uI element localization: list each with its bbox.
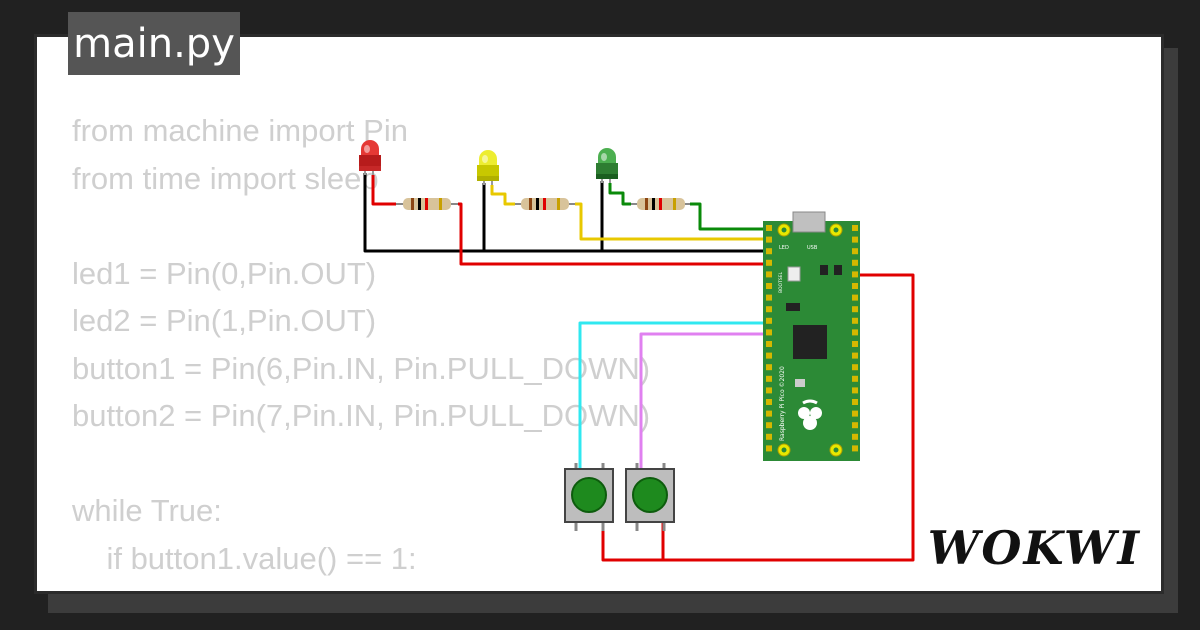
code-line: while True: [72, 493, 222, 528]
button2-wire [639, 332, 771, 468]
board-pin[interactable] [852, 306, 858, 313]
board-pin[interactable] [852, 283, 858, 289]
pico-board[interactable]: USB LED BOOTSEL Raspberry Pi Pico ©2020 [763, 211, 860, 461]
raspberry-logo-icon [798, 399, 822, 430]
ground-wire-1 [363, 173, 771, 253]
board-pin[interactable] [766, 341, 772, 347]
wokwi-logo: WOKWI [927, 521, 1141, 575]
usb-label: USB [807, 245, 818, 251]
board-pin[interactable] [852, 445, 858, 452]
board-pin[interactable] [766, 306, 772, 313]
board-pin[interactable] [852, 352, 858, 359]
board-pin[interactable] [766, 410, 772, 417]
code-line: led1.value(1) [72, 582, 650, 591]
bootsel-label: BOOTSEL [778, 271, 784, 293]
red-led[interactable] [359, 140, 381, 175]
board-pin[interactable] [766, 294, 772, 301]
code-line: button1 = Pin(6,Pin.IN, Pin.PULL_DOWN) [72, 350, 651, 386]
power-wire [601, 273, 915, 562]
resistor-1[interactable] [396, 198, 458, 210]
board-pin[interactable] [852, 236, 858, 243]
code-line: if button1.value() == 1: [72, 540, 417, 576]
file-tab[interactable]: main.py [68, 12, 240, 75]
board-pin[interactable] [766, 375, 772, 382]
led1-wire [371, 175, 396, 206]
board-pin[interactable] [766, 399, 772, 405]
resistor-2[interactable] [515, 198, 575, 210]
push-button-1[interactable] [564, 463, 614, 531]
led-label: LED [779, 245, 789, 251]
code-line: button2 = Pin(7,Pin.IN, Pin.PULL_DOWN) [72, 398, 651, 433]
board-pin[interactable] [766, 317, 772, 324]
push-button-2[interactable] [625, 463, 675, 531]
board-pin[interactable] [852, 294, 858, 301]
board-pin[interactable] [766, 433, 772, 440]
code-line: led1 = Pin(0,Pin.OUT) [72, 255, 377, 291]
board-pin[interactable] [766, 271, 772, 278]
board-pin[interactable] [852, 259, 858, 266]
led2-wire [490, 185, 515, 206]
led3-wire [608, 183, 631, 206]
board-pin[interactable] [766, 225, 772, 231]
code-line: led2 = Pin(1,Pin.OUT) [72, 303, 377, 338]
board-pin[interactable] [852, 248, 858, 255]
board-pin[interactable] [766, 283, 772, 289]
gp2-wire [690, 202, 771, 231]
circuit-diagram: USB LED BOOTSEL Raspberry Pi Pico ©2020 [359, 140, 915, 562]
board-pin[interactable] [852, 364, 858, 371]
board-pin[interactable] [852, 410, 858, 417]
board-pin[interactable] [766, 445, 772, 452]
board-pin[interactable] [852, 271, 858, 278]
board-pin[interactable] [766, 236, 772, 243]
board-pin[interactable] [766, 364, 772, 371]
yellow-led[interactable] [477, 150, 499, 185]
board-label: Raspberry Pi Pico ©2020 [779, 366, 786, 441]
board-pin[interactable] [852, 225, 858, 231]
board-pin[interactable] [852, 317, 858, 324]
board-pin[interactable] [766, 422, 772, 429]
board-pin[interactable] [766, 352, 772, 359]
button1-wire [578, 321, 771, 468]
board-pin[interactable] [852, 387, 858, 394]
board-pin[interactable] [852, 422, 858, 429]
board-pin[interactable] [852, 399, 858, 405]
gp1-wire [575, 202, 771, 241]
board-pin[interactable] [766, 329, 772, 336]
board-pin[interactable] [852, 329, 858, 336]
code-line: from machine import Pin [72, 113, 408, 148]
green-led[interactable] [596, 148, 618, 183]
board-pin[interactable] [766, 248, 772, 255]
board-pin[interactable] [852, 433, 858, 440]
board-pin[interactable] [766, 259, 772, 266]
board-pin[interactable] [852, 375, 858, 382]
gp0-wire [458, 202, 771, 266]
board-pin[interactable] [766, 387, 772, 394]
board-pin[interactable] [852, 341, 858, 347]
resistor-3[interactable] [631, 198, 690, 210]
